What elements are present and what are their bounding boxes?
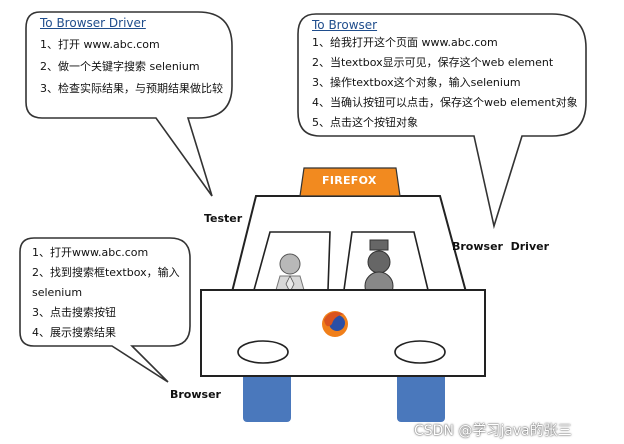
right-speech-bubble (297, 13, 587, 230)
right-bubble-line: 3、操作textbox这个对象，输入selenium (312, 76, 521, 89)
right-wheel (397, 366, 445, 422)
bottom-bubble-line: 2、找到搜索框textbox，输入 (32, 266, 180, 279)
browser-driver-label: Browser Driver (452, 240, 550, 253)
right-bubble-line: 4、当确认按钮可以点击，保存这个web element对象 (312, 96, 578, 109)
bottom-bubble-line: 1、打开www.abc.com (32, 246, 149, 259)
firefox-logo-icon (322, 311, 348, 337)
browser-label: Browser (170, 388, 221, 401)
left-bubble-line: 3、检查实际结果，与预期结果做比较 (40, 82, 223, 95)
watermark: CSDN @学习java的张三 (414, 423, 572, 439)
bottom-bubble-line: 4、展示搜索结果 (32, 326, 116, 339)
right-headlight (394, 340, 446, 364)
left-bubble-line: 1、打开 www.abc.com (40, 38, 160, 51)
bottom-speech-bubble (19, 237, 191, 383)
right-bubble-line: 5、点击这个按钮对象 (312, 116, 418, 129)
bottom-bubble-line: 3、点击搜索按钮 (32, 306, 116, 319)
tester-label: Tester (204, 212, 243, 225)
left-bubble-title: To Browser Driver (40, 16, 146, 30)
driver-head (367, 250, 391, 274)
left-wheel (243, 366, 291, 422)
firefox-sign-label: FIREFOX (322, 174, 377, 187)
right-bubble-title: To Browser (312, 18, 378, 32)
right-bubble-line: 2、当textbox显示可见，保存这个web element (312, 56, 554, 69)
left-headlight (237, 340, 289, 364)
driver-hat (369, 239, 389, 251)
left-speech-bubble (25, 11, 233, 197)
left-bubble-line: 2、做一个关键字搜索 selenium (40, 60, 200, 73)
tester-head (279, 253, 301, 275)
bottom-bubble-line: selenium (32, 286, 83, 299)
right-bubble-line: 1、给我打开这个页面 www.abc.com (312, 36, 498, 49)
firefox-sign (299, 167, 401, 197)
